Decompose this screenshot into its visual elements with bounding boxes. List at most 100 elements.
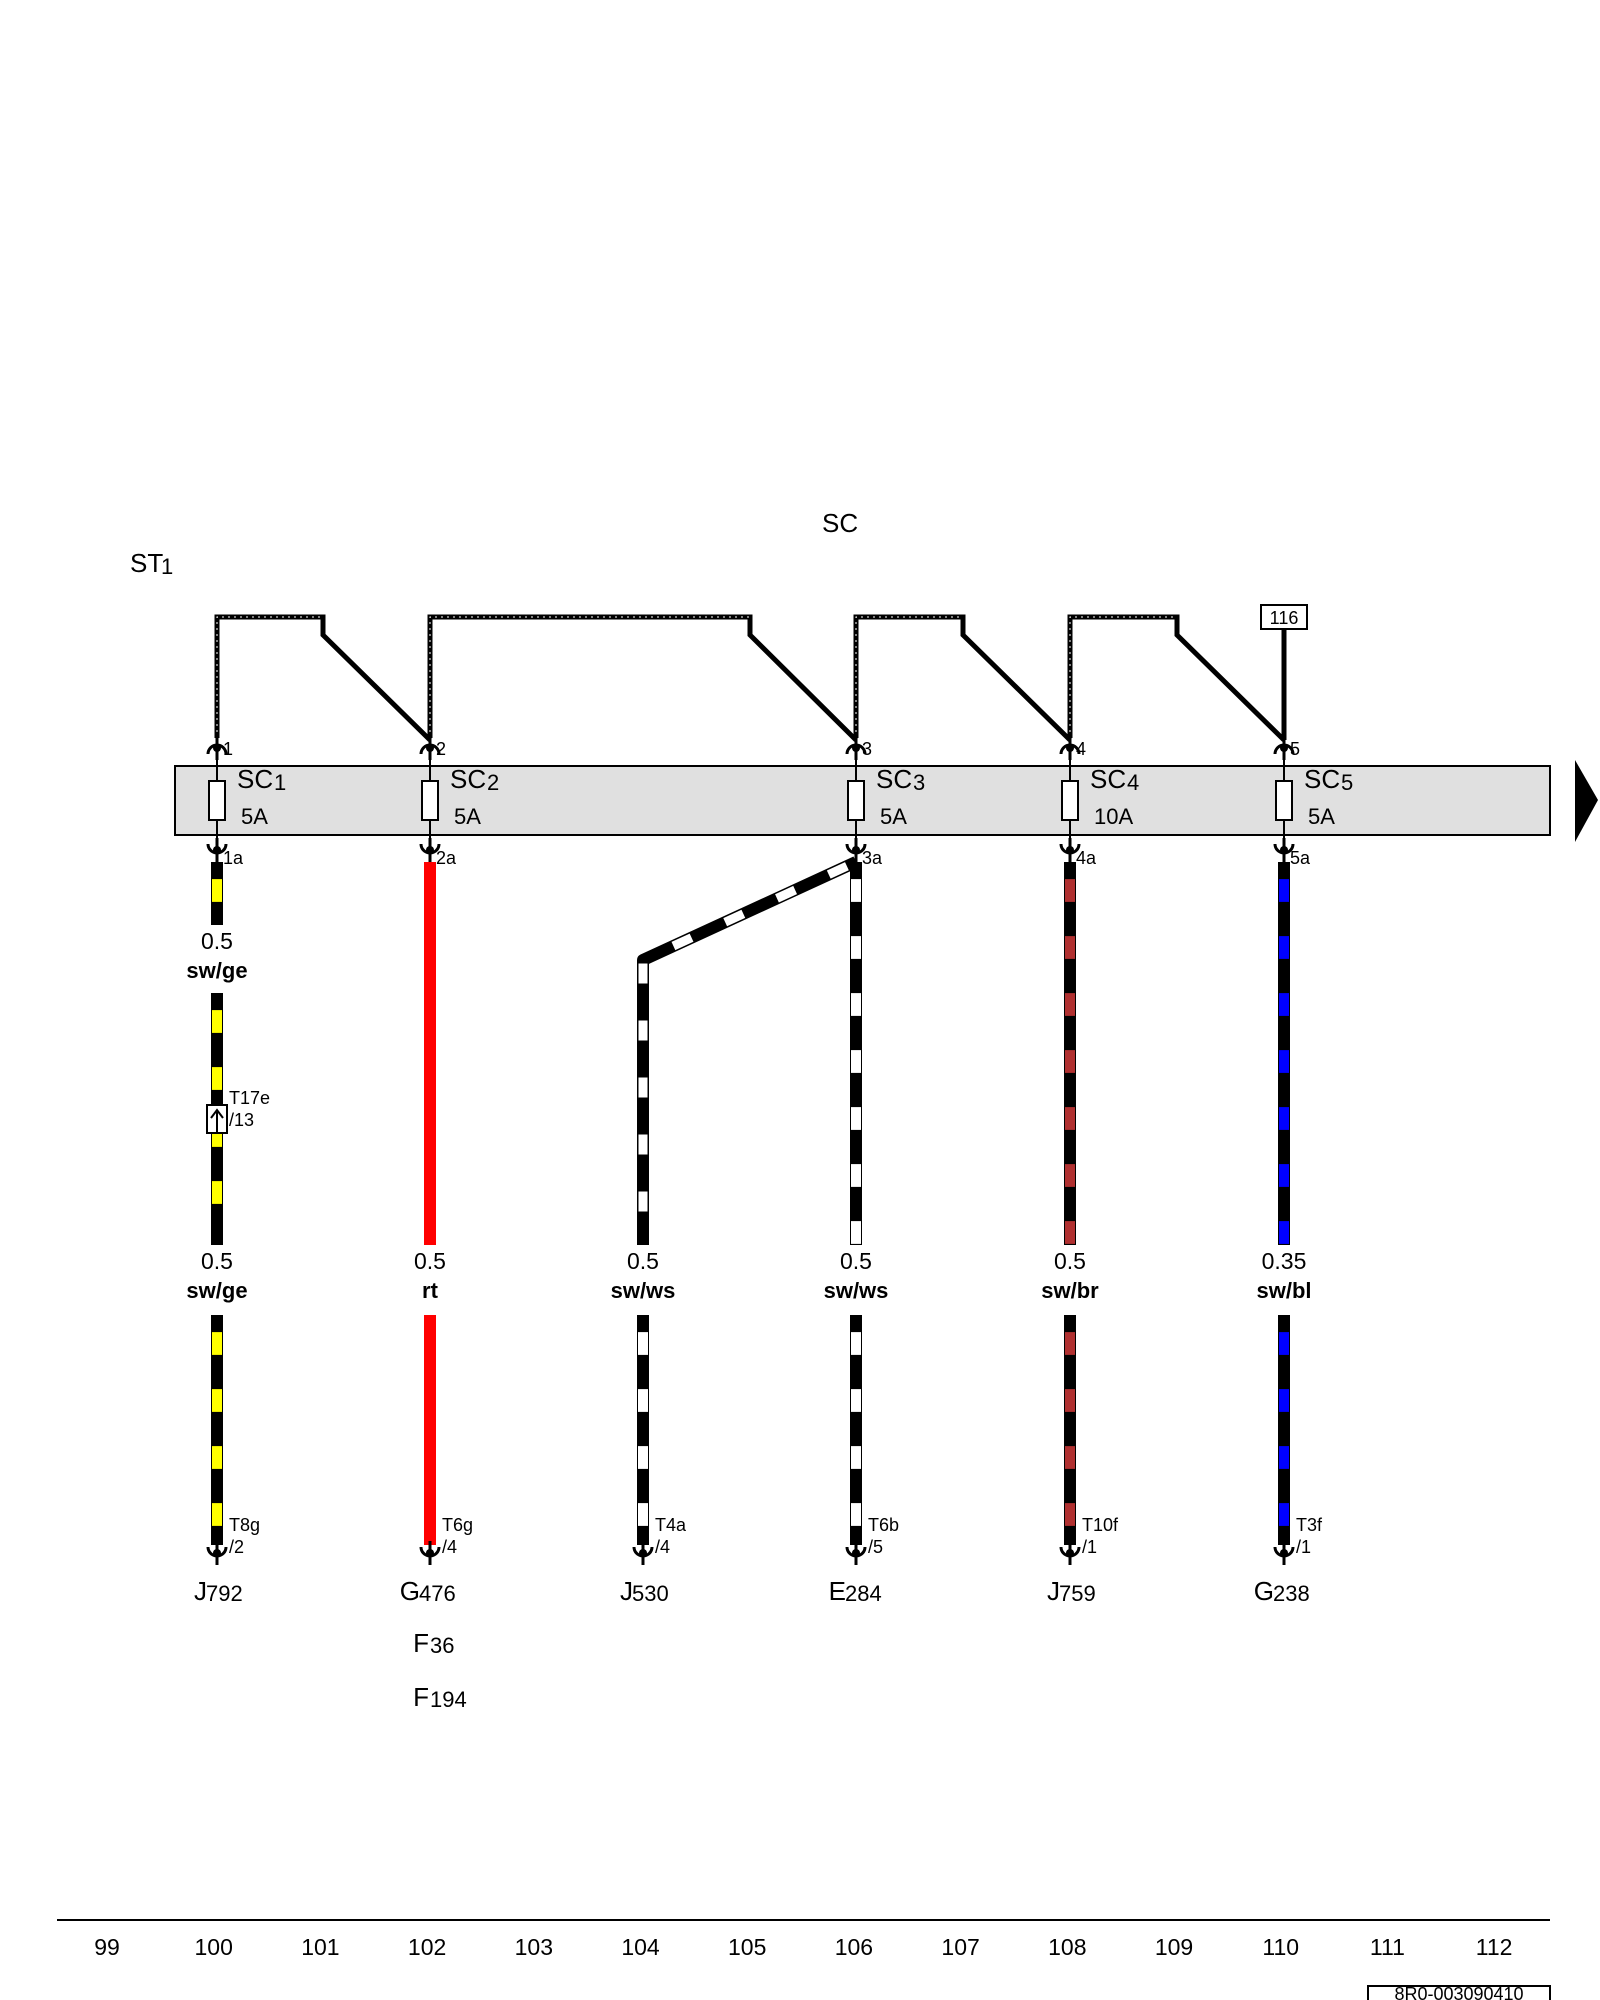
connector-name: T6b bbox=[868, 1515, 899, 1535]
destination-number: 238 bbox=[1273, 1581, 1310, 1606]
connector-terminal bbox=[206, 1541, 228, 1565]
fuse-body bbox=[847, 780, 865, 821]
wire-3 bbox=[632, 856, 859, 1565]
destination-letter: G bbox=[400, 1576, 420, 1606]
grid-number: 102 bbox=[408, 1934, 446, 1960]
fuse-rating: 5A bbox=[241, 804, 268, 829]
feed-line-2-3 bbox=[427, 614, 858, 742]
destination-letter: E bbox=[829, 1576, 846, 1606]
fuse-bottom-pin: 2a bbox=[436, 848, 457, 868]
wire-segment-lower bbox=[424, 1315, 436, 1545]
wire-4 bbox=[845, 862, 867, 1565]
wire-segment-lower bbox=[1278, 1315, 1290, 1545]
wire-size: 0.35 bbox=[1262, 1248, 1307, 1274]
extra-component-number: 36 bbox=[430, 1633, 454, 1658]
wire-size: 0.5 bbox=[840, 1248, 872, 1274]
connector-pin: /4 bbox=[655, 1537, 670, 1557]
fuse-id: SC bbox=[1090, 764, 1126, 794]
destination-number: 476 bbox=[419, 1581, 456, 1606]
fuse-bottom-pin: 4a bbox=[1076, 848, 1097, 868]
fuse-top-terminal bbox=[1059, 736, 1081, 760]
wire-segment-diagonal-stripes bbox=[638, 857, 858, 1245]
fuse-rating: 10A bbox=[1094, 804, 1133, 829]
fuse-rating: 5A bbox=[1308, 804, 1335, 829]
wire-segment-upper bbox=[211, 862, 223, 925]
fuse-rating: 5A bbox=[454, 804, 481, 829]
extra-component-letter: F bbox=[413, 1628, 429, 1658]
svg-text:1: 1 bbox=[161, 554, 173, 579]
feed-lines bbox=[214, 614, 1287, 742]
fuse-sub: 3 bbox=[913, 770, 925, 795]
fuse-top-pin: 3 bbox=[862, 739, 872, 759]
wire-5 bbox=[1059, 862, 1081, 1565]
fuse-body bbox=[1061, 780, 1079, 821]
wire-color: sw/ws bbox=[824, 1278, 889, 1303]
connector-terminal bbox=[1273, 1541, 1295, 1565]
wire-color: sw/ws bbox=[611, 1278, 676, 1303]
destination-number: 792 bbox=[206, 1581, 243, 1606]
drawing-number: 8R0-003090410 bbox=[1367, 1984, 1551, 2000]
fuse-top-pin: 4 bbox=[1076, 739, 1086, 759]
reference-box: 116 bbox=[1260, 604, 1308, 630]
connector-pin: /2 bbox=[229, 1537, 244, 1557]
connector-terminal bbox=[845, 1541, 867, 1565]
grid-number: 111 bbox=[1370, 1934, 1405, 1960]
feed-line-4-5 bbox=[1067, 614, 1286, 742]
relay-label: ST 1 bbox=[130, 548, 173, 579]
connector-pin: /1 bbox=[1296, 1537, 1311, 1557]
fuse-bottom-terminal bbox=[206, 838, 228, 862]
fuse-bottom-terminal bbox=[1273, 838, 1295, 862]
connector-terminal bbox=[632, 1541, 654, 1565]
component-title: SC bbox=[822, 508, 858, 538]
grid-number: 108 bbox=[1048, 1934, 1086, 1960]
grid-number: 110 bbox=[1262, 1934, 1299, 1960]
wire-color: sw/bl bbox=[1256, 1278, 1311, 1303]
destination-number: 530 bbox=[632, 1581, 669, 1606]
grid-number: 100 bbox=[195, 1934, 233, 1960]
grid-number: 112 bbox=[1476, 1934, 1513, 1960]
wire-1: T17e/13 bbox=[206, 862, 270, 1565]
wire-size: 0.5 bbox=[201, 1248, 233, 1274]
feed-line-stipple bbox=[216, 616, 1177, 738]
wire-segment-upper bbox=[424, 862, 436, 1245]
fuse-rating: 5A bbox=[880, 804, 907, 829]
fuse-id: SC bbox=[876, 764, 912, 794]
inline-connector-arrow bbox=[210, 1108, 224, 1119]
wire-6 bbox=[1273, 862, 1295, 1565]
connector-name: T8g bbox=[229, 1515, 260, 1535]
inline-connector: T17e/13 bbox=[206, 1088, 270, 1134]
fuse-body bbox=[208, 780, 226, 821]
wire-color: sw/ge bbox=[186, 1278, 247, 1303]
fuse-bottom-terminal bbox=[419, 838, 441, 862]
fuse-sub: 5 bbox=[1341, 770, 1353, 795]
fuse-top-pin: 5 bbox=[1290, 739, 1300, 759]
fuse-top-terminal bbox=[1273, 736, 1295, 760]
wire-segment-lower bbox=[211, 1315, 223, 1545]
continuation-arrow bbox=[1575, 760, 1598, 842]
fuse-id: SC bbox=[450, 764, 486, 794]
connector-pin: /1 bbox=[1082, 1537, 1097, 1557]
fuse-sub: 2 bbox=[487, 770, 499, 795]
wire-segment-diagonal bbox=[637, 856, 859, 1245]
feed-line-3-4 bbox=[853, 614, 1072, 742]
fuse-bottom-terminal bbox=[845, 838, 867, 862]
svg-text:8R0-003090410: 8R0-003090410 bbox=[1394, 1984, 1523, 2000]
connector-terminal bbox=[419, 1541, 441, 1565]
fuse-id: SC bbox=[237, 764, 273, 794]
destination-letter: J bbox=[620, 1576, 633, 1606]
connector-name: T6g bbox=[442, 1515, 473, 1535]
fuse-id: SC bbox=[1304, 764, 1340, 794]
fuse-top-terminal bbox=[419, 736, 441, 760]
connector-name: T3f bbox=[1296, 1515, 1323, 1535]
fuse-sub: 1 bbox=[274, 770, 286, 795]
